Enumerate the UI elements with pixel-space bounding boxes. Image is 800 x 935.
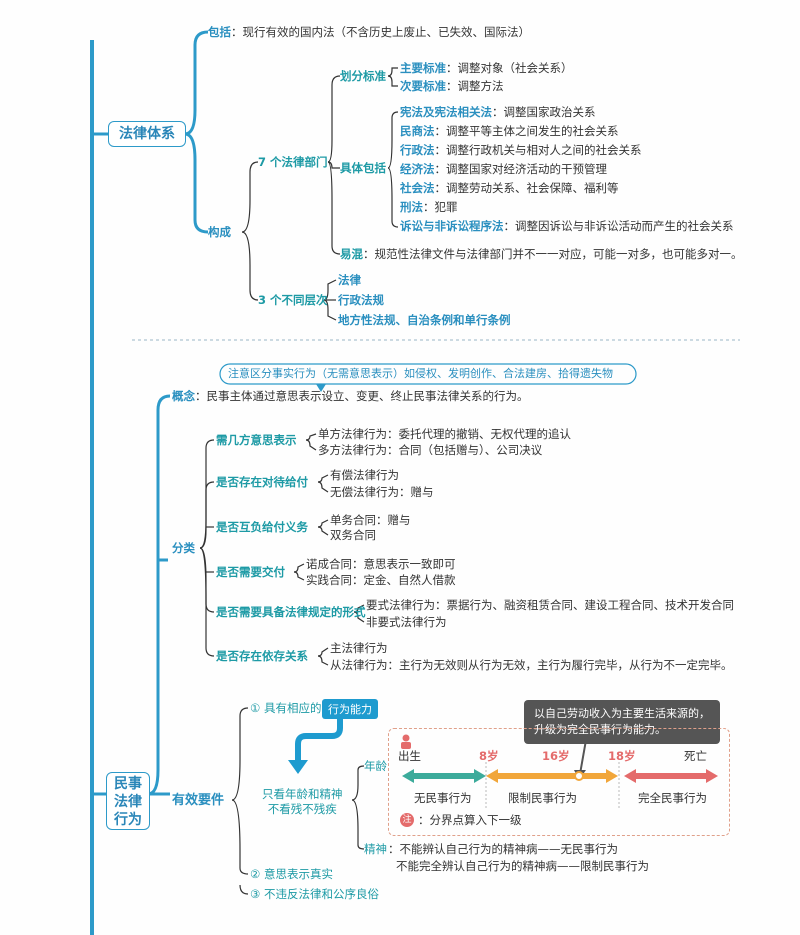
class-item: 主法律行为 — [330, 641, 388, 655]
requirement-1: ① 具有相应的 — [250, 701, 322, 715]
classification-label: 分类 — [172, 541, 195, 555]
class-label: 是否存在对待给付 — [216, 475, 308, 489]
concept-row: 概念：民事主体通过意思表示设立、变更、终止民事法律关系的行为。 — [172, 389, 529, 403]
class-label: 是否互负给付义务 — [216, 520, 308, 534]
three-levels-label: 3 个不同层次 — [258, 293, 328, 307]
validity-requirements-label: 有效要件 — [172, 793, 225, 808]
age-16-label: 16岁 — [542, 749, 570, 763]
class-item: 单方法律行为：委托代理的撤销、无权代理的追认 — [318, 427, 571, 441]
composition-label: 构成 — [208, 225, 231, 239]
root-civil-legal-act: 民事法律行为 — [106, 772, 150, 830]
person-icon — [401, 734, 411, 749]
level-item: 行政法规 — [338, 293, 384, 307]
note-icon: 注 — [400, 813, 414, 827]
include-row: 包括：现行有效的国内法（不含历史上废止、已失效、国际法） — [208, 25, 530, 39]
mental-item: ：不能辨认自己行为的精神病——无民事行为 — [388, 842, 618, 856]
department-item: 经济法：调整国家对经济活动的干预管理 — [400, 162, 607, 176]
segment-limited-capacity: 限制民事行为 — [508, 791, 577, 805]
segment-no-capacity: 无民事行为 — [414, 791, 472, 805]
department-item: 诉讼与非诉讼程序法：调整因诉讼与非诉讼活动而产生的社会关系 — [400, 219, 734, 233]
age-label: 年龄 — [364, 759, 387, 773]
seven-departments-label: 7 个法律部门 — [258, 155, 328, 169]
division-standard-label: 划分标准 — [340, 69, 386, 83]
class-item: 要式法律行为：票据行为、融资租赁合同、建设工程合同、技术开发合同 — [366, 598, 734, 612]
department-item: 行政法：调整行政机关与相对人之间的社会关系 — [400, 143, 642, 157]
class-item: 有偿法律行为 — [330, 468, 399, 482]
level-item: 法律 — [338, 273, 361, 287]
upgrade-callout: 以自己劳动收入为主要生活来源的，升级为完全民事行为能力。 — [524, 700, 720, 744]
class-item: 诺成合同：意思表示一致即可 — [306, 557, 456, 571]
specific-include-label: 具体包括 — [340, 161, 386, 175]
class-item: 非要式法律行为 — [366, 615, 447, 629]
class-item: 单务合同：赠与 — [330, 513, 411, 527]
department-item: 民商法：调整平等主体之间发生的社会关系 — [400, 124, 619, 138]
class-label: 是否需要交付 — [216, 565, 285, 579]
department-item: 刑法：犯罪 — [400, 200, 458, 214]
fact-act-note: 注意区分事实行为（无需意思表示）如侵权、发明创作、合法建房、拾得遗失物 — [228, 367, 613, 380]
mental-label: 精神 — [364, 842, 387, 856]
department-item: 宪法及宪法相关法：调整国家政治关系 — [400, 105, 596, 119]
department-item: 社会法：调整劳动关系、社会保障、福利等 — [400, 181, 619, 195]
class-label: 是否需要具备法律规定的形式 — [216, 605, 366, 619]
see-age-mental-note: 只看年龄和精神不看残不残疾 — [262, 787, 343, 816]
boundary-note: ：分界点算入下一级 — [418, 813, 522, 827]
requirement-2: ② 意思表示真实 — [250, 867, 333, 881]
age-8-label: 8岁 — [479, 749, 499, 763]
class-item: 双务合同 — [330, 528, 376, 542]
age-18-label: 18岁 — [608, 749, 636, 763]
class-label: 是否存在依存关系 — [216, 649, 308, 663]
requirement-3: ③ 不违反法律和公序良俗 — [250, 887, 379, 901]
birth-label: 出生 — [398, 749, 421, 763]
age-scale-panel — [388, 728, 730, 836]
sub-standard: 次要标准：调整方法 — [400, 79, 504, 93]
confuse-note: 易混：规范性法律文件与法律部门并不一一对应，可能一对多，也可能多对一。 — [340, 247, 743, 261]
capacity-tag: 行为能力 — [322, 699, 378, 719]
segment-full-capacity: 完全民事行为 — [638, 791, 707, 805]
main-standard: 主要标准：调整对象（社会关系） — [400, 61, 573, 75]
death-label: 死亡 — [684, 749, 707, 763]
level-item: 地方性法规、自治条例和单行条例 — [338, 313, 511, 327]
class-item: 实践合同：定金、自然人借款 — [306, 573, 456, 587]
class-item: 多方法律行为：合同（包括赠与）、公司决议 — [318, 443, 543, 457]
root-law-system: 法律体系 — [108, 121, 186, 147]
class-label: 需几方意思表示 — [216, 433, 297, 447]
class-item: 从法律行为：主行为无效则从行为无效，主行为履行完毕，从行为不一定完毕。 — [330, 658, 733, 672]
class-item: 无偿法律行为：赠与 — [330, 485, 434, 499]
mental-item: 不能完全辨认自己行为的精神病——限制民事行为 — [396, 859, 649, 873]
